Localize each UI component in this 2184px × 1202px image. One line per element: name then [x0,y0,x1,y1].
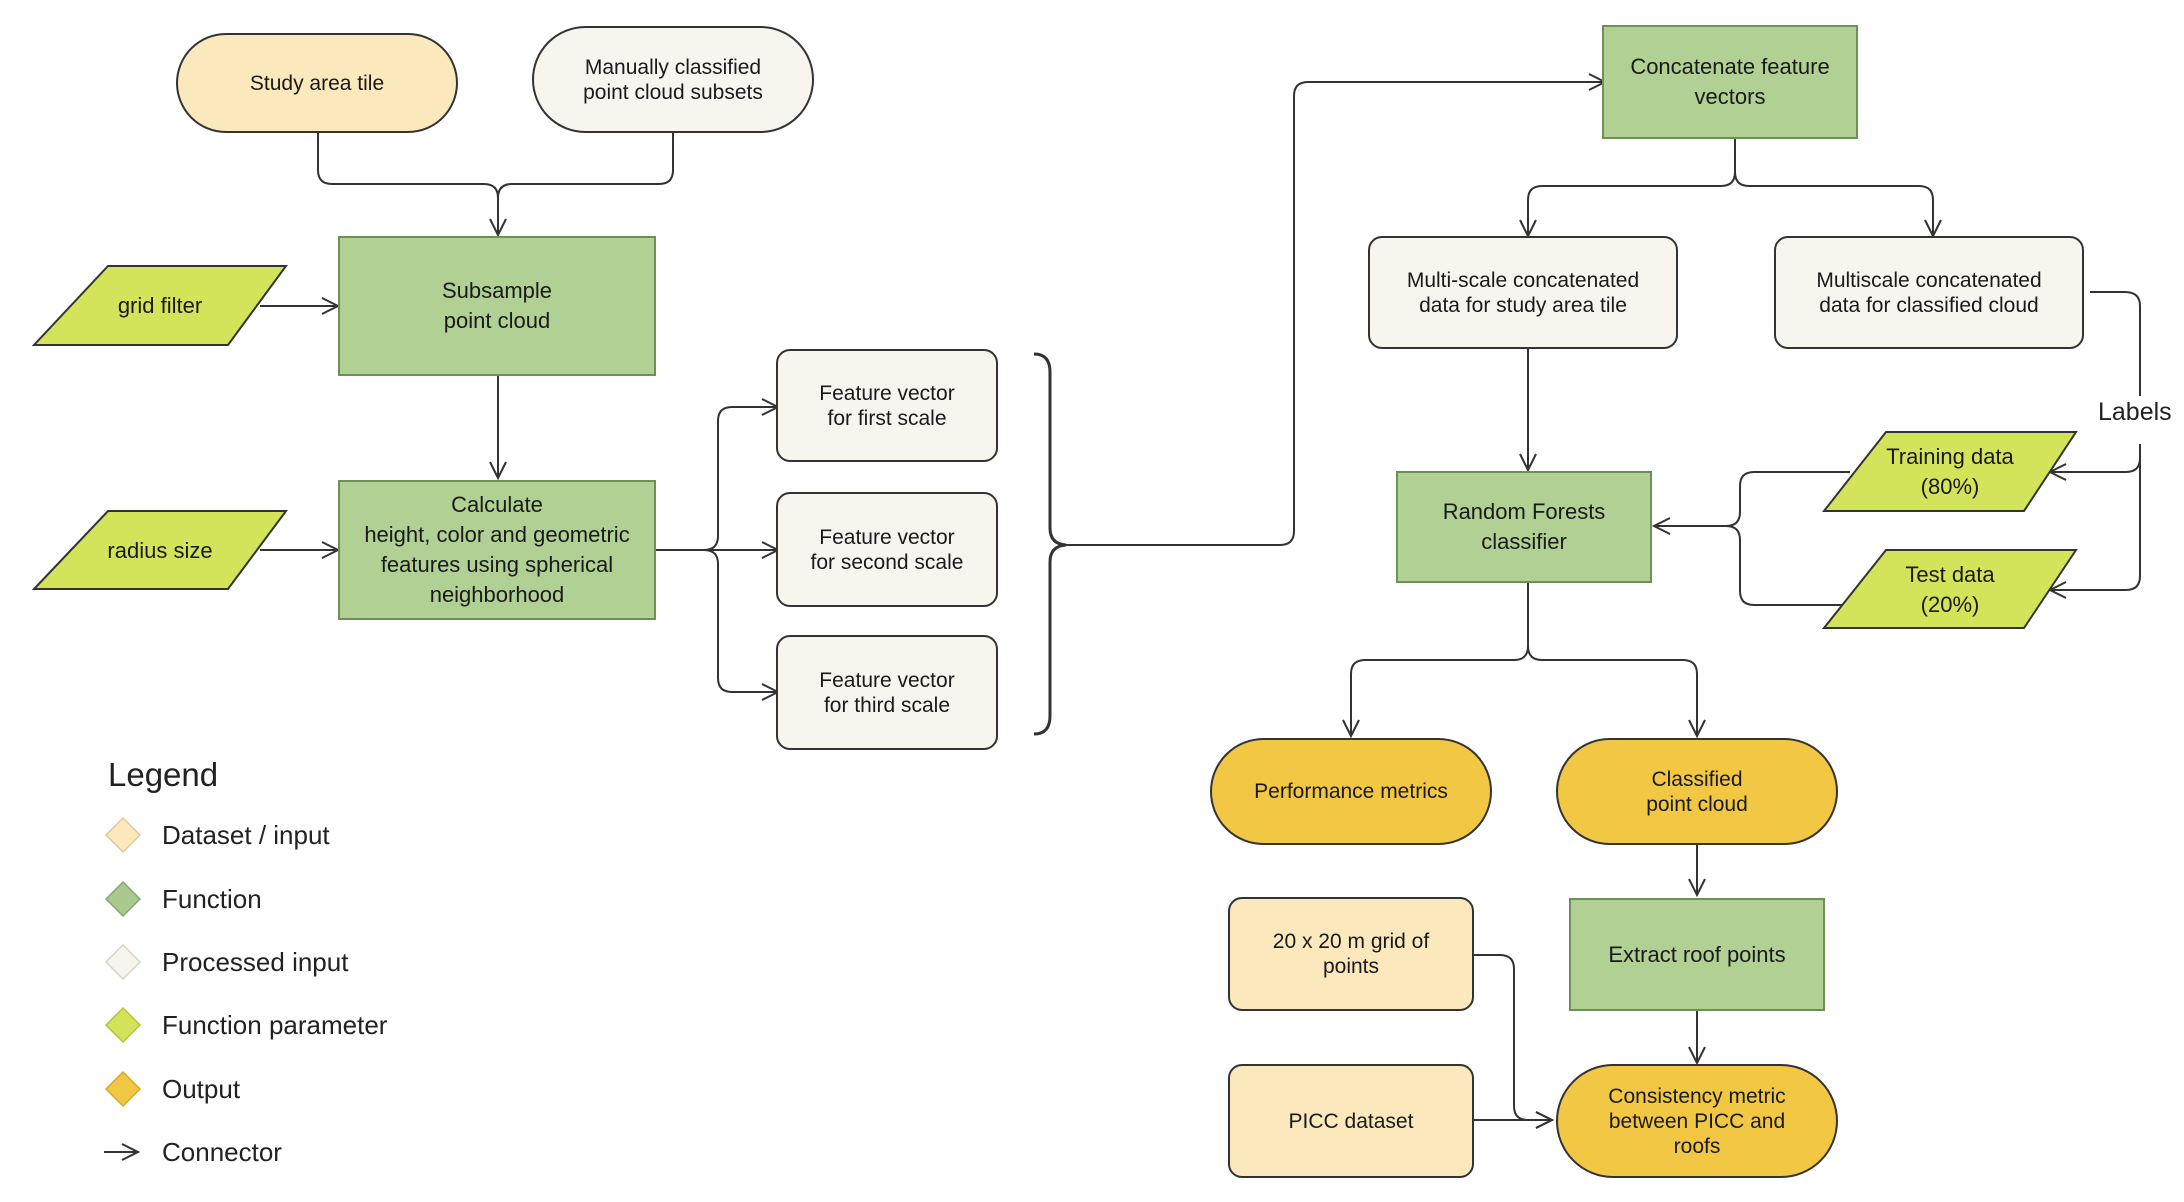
classified-point-cloud-node: Classified point cloud [1556,738,1838,845]
connector-calc-to-fv-first [700,398,781,551]
legend-label: Connector [162,1136,282,1167]
legend-diamond-function [104,880,142,918]
legend-label: Output [162,1073,241,1104]
legend-title: Legend [108,756,219,793]
legend-item-connector: Connector [104,1135,282,1169]
training-data-label: Training data (80%) [1886,443,2014,499]
brace [1033,352,1067,736]
grid-filter-shape [31,265,288,346]
legend-diamond-dataset [104,816,142,854]
calculate-node: Calculate height, color and geometric fe… [338,480,656,620]
test-data-label: Test data (20%) [1905,561,1995,617]
feature-vector-third-node: Feature vector for third scale [776,635,998,750]
radius-size-label: radius size [107,537,213,563]
feature-vector-first-node: Feature vector for first scale [776,349,998,462]
connector-training-to-rf [1651,471,1850,535]
legend-label: Function [162,883,262,914]
subsample-node: Subsample point cloud [338,236,656,376]
training-data-shape [1821,431,2078,512]
grid-filter-label: grid filter [117,292,203,318]
study-area-tile-node: Study area tile [176,33,458,133]
labels-edge-label: Labels [2098,396,2172,429]
connector-calc-to-fv-third [700,549,781,701]
legend-item-function: Function [104,882,262,916]
connector-labels-split [2090,291,2141,396]
random-forests-node: Random Forests classifier [1396,471,1652,583]
legend-diamond-parameter [104,1006,142,1044]
test-data-shape [1821,549,2078,629]
manually-classified-node: Manually classified point cloud subsets [532,26,814,133]
connector-grid-to-consistency [1474,954,1555,1129]
multi-scale-classified-node: Multiscale concatenated data for classif… [1774,236,2084,349]
legend-item-parameter: Function parameter [104,1008,387,1042]
picc-dataset-node: PICC dataset [1228,1064,1474,1178]
legend-diamond-output [104,1070,142,1108]
connector-rf-to-performance [1342,583,1529,739]
connector-study-to-subsample [317,133,507,238]
radius-size-shape [31,510,288,590]
multi-scale-study-node: Multi-scale concatenated data for study … [1368,236,1678,349]
connector-manual-to-subsample [497,133,674,199]
extract-roof-points-node: Extract roof points [1569,898,1825,1011]
connector-rf-to-classified [1527,645,1706,739]
legend-label: Dataset / input [162,819,330,850]
concatenate-node: Concatenate feature vectors [1602,25,1858,139]
legend-label: Function parameter [162,1009,388,1040]
connector-brace-to-concatenate [1066,73,1608,546]
legend-item-dataset: Dataset / input [104,818,330,852]
performance-metrics-node: Performance metrics [1210,738,1492,845]
connector-concat-to-multi-classified [1734,171,1942,239]
consistency-metric-node: Consistency metric between PICC and roof… [1556,1064,1838,1178]
legend-diamond-processed [104,943,142,981]
legend-label: Processed input [162,946,349,977]
feature-vector-second-node: Feature vector for second scale [776,492,998,607]
grid-of-points-node: 20 x 20 m grid of points [1228,897,1474,1011]
legend-item-processed: Processed input [104,945,348,979]
connector-concat-to-multi-study [1519,139,1736,239]
connector-labels-to-test [2047,458,2141,599]
connector-test-to-rf [1725,525,1850,606]
legend-item-output: Output [104,1072,240,1106]
